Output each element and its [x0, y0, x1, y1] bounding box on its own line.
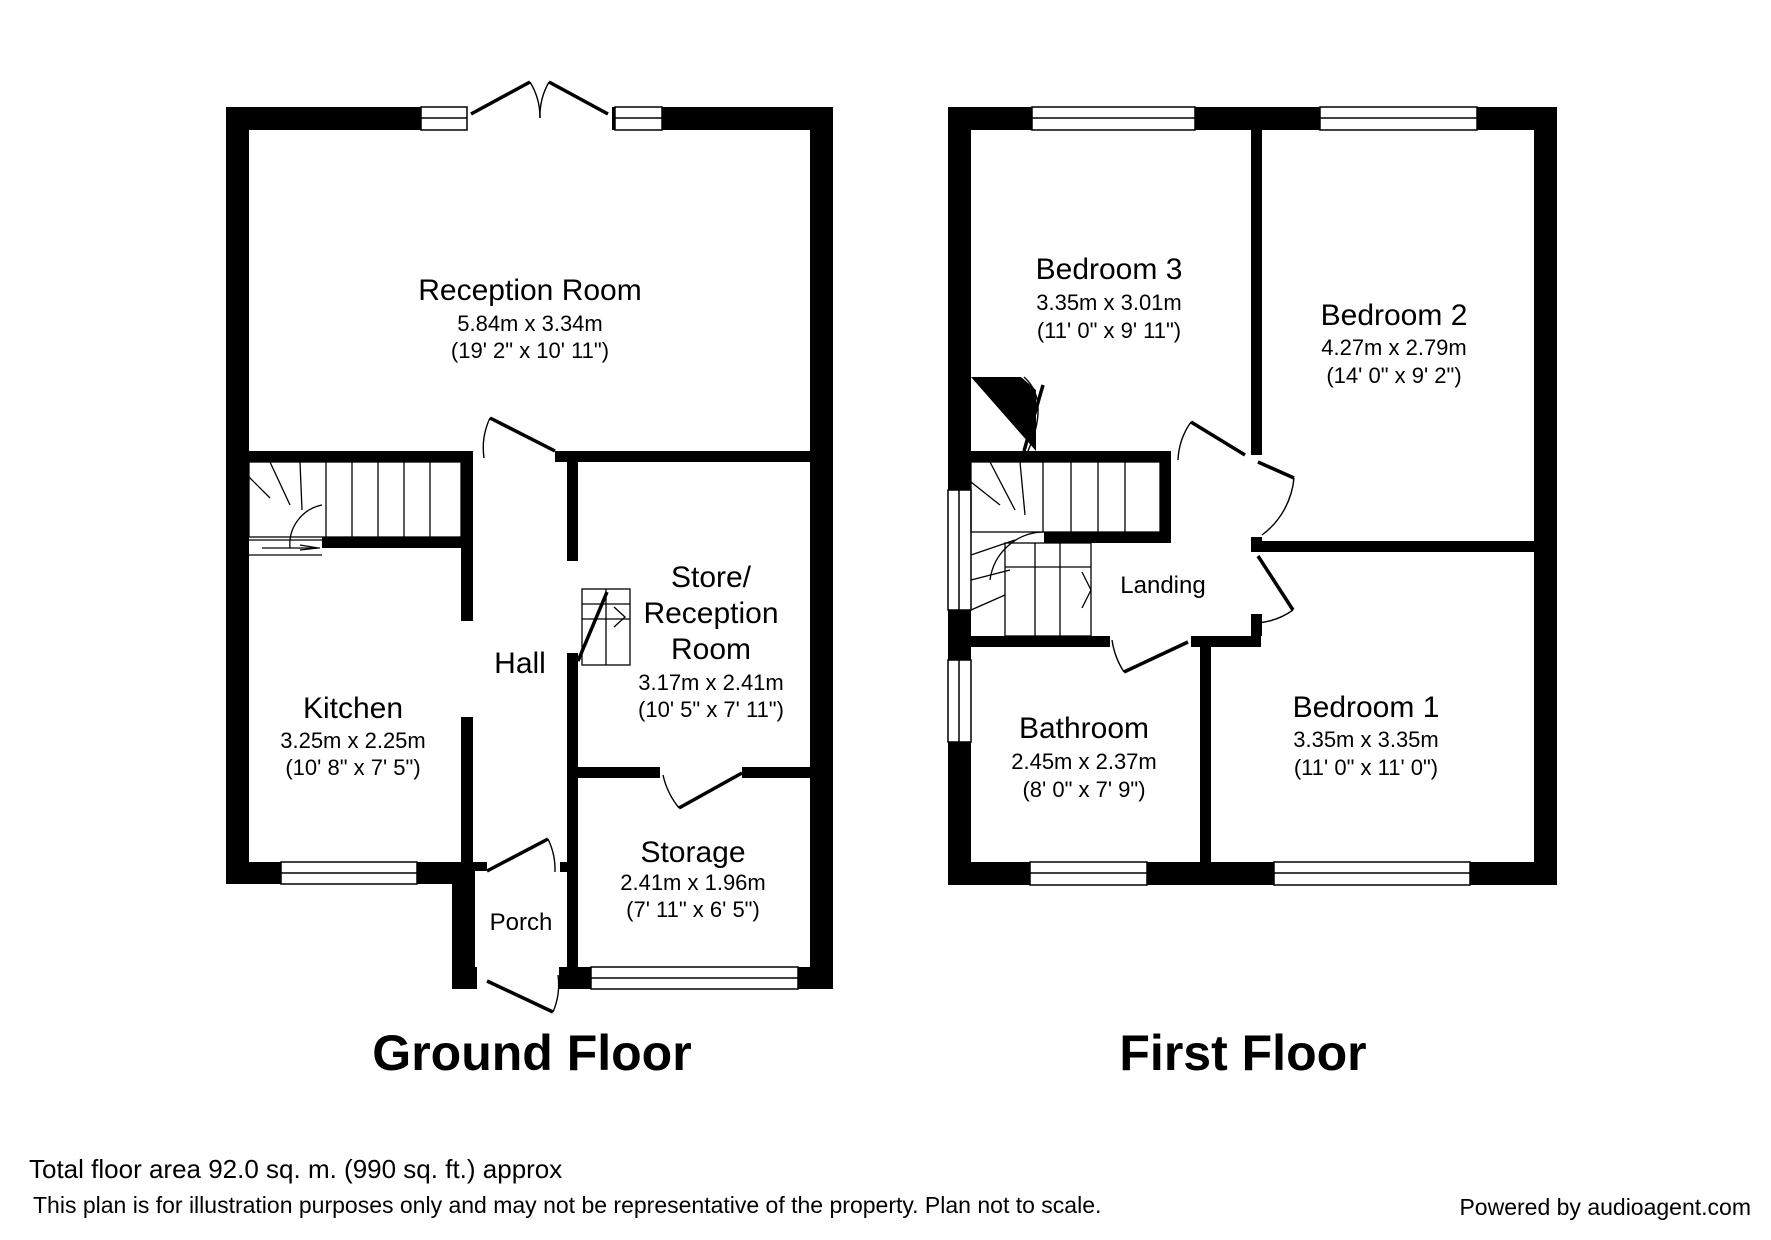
- bathroom-metric: 2.45m x 2.37m: [1011, 749, 1157, 774]
- bedroom1-imperial: (11' 0" x 11' 0"): [1294, 755, 1438, 780]
- kitchen-name: Kitchen: [303, 692, 403, 725]
- bathroom-side-window: [947, 659, 972, 743]
- store-room-name-line3: Room: [671, 633, 751, 666]
- bedroom3-name: Bedroom 3: [1036, 253, 1183, 286]
- bedroom3-imperial: (11' 0" x 9' 11"): [1037, 318, 1181, 343]
- bedroom1-window: [1273, 861, 1471, 886]
- porch-inner-door: [486, 837, 556, 873]
- bedroom2-door: [1257, 460, 1295, 536]
- bedroom2-name: Bedroom 2: [1321, 299, 1468, 332]
- bathroom-label: Bathroom 2.45m x 2.37m (8' 0" x 7' 9"): [1011, 712, 1157, 802]
- reception-room-name: Reception Room: [418, 274, 641, 307]
- first-floor-staircase: [970, 461, 1161, 637]
- hall-label: Hall: [494, 647, 546, 680]
- bathroom-window: [1029, 861, 1148, 886]
- porch-label: Porch: [490, 909, 553, 936]
- store-room-name-line1: Store/: [671, 561, 752, 594]
- reception-room-metric: 5.84m x 3.34m: [457, 311, 603, 336]
- kitchen-label: Kitchen 3.25m x 2.25m (10' 8" x 7' 5"): [280, 692, 426, 780]
- credit-text: Powered by audioagent.com: [1459, 1194, 1751, 1220]
- reception-room-imperial: (19' 2" x 10' 11"): [451, 338, 609, 363]
- french-doors: [470, 80, 609, 119]
- bedroom2-metric: 4.27m x 2.79m: [1321, 335, 1467, 360]
- storage-door: [662, 771, 743, 810]
- store-room-label: Store/ Reception Room 3.17m x 2.41m (10'…: [638, 561, 784, 722]
- first-floor-plan: Bedroom 3 3.35m x 3.01m (11' 0" x 9' 11"…: [947, 106, 1557, 1081]
- bedroom3-cupboard: [971, 376, 1045, 452]
- total-floor-area: Total floor area 92.0 sq. m. (990 sq. ft…: [29, 1154, 562, 1184]
- store-step-stair: [581, 588, 631, 666]
- bedroom2-label: Bedroom 2 4.27m x 2.79m (14' 0" x 9' 2"): [1321, 299, 1468, 388]
- front-door: [486, 974, 560, 1014]
- ground-window-rear-right: [614, 106, 663, 131]
- landing-label: Landing: [1120, 572, 1205, 599]
- bedroom3-door: [1177, 420, 1246, 461]
- bedroom3-metric: 3.35m x 3.01m: [1036, 290, 1182, 315]
- kitchen-window: [280, 861, 418, 885]
- ground-floor-plan: Reception Room 5.84m x 3.34m (19' 2" x 1…: [226, 80, 833, 1081]
- reception-room-label: Reception Room 5.84m x 3.34m (19' 2" x 1…: [418, 274, 641, 363]
- bedroom3-label: Bedroom 3 3.35m x 3.01m (11' 0" x 9' 11"…: [1036, 253, 1183, 343]
- bedroom1-label: Bedroom 1 3.35m x 3.35m (11' 0" x 11' 0"…: [1293, 691, 1440, 780]
- kitchen-metric: 3.25m x 2.25m: [280, 728, 426, 753]
- bedroom1-name: Bedroom 1: [1293, 691, 1440, 724]
- bedroom2-window: [1319, 106, 1478, 131]
- storage-label: Storage 2.41m x 1.96m (7' 11" x 6' 5"): [620, 836, 766, 922]
- ground-staircase: [248, 461, 462, 556]
- bedroom2-imperial: (14' 0" x 9' 2"): [1326, 363, 1461, 388]
- bedroom3-window: [1031, 106, 1196, 131]
- storage-window: [590, 966, 799, 990]
- storage-imperial: (7' 11" x 6' 5"): [626, 897, 760, 922]
- bathroom-name: Bathroom: [1019, 712, 1149, 745]
- stairwell-window: [947, 489, 972, 611]
- kitchen-imperial: (10' 8" x 7' 5"): [285, 755, 420, 780]
- ground-floor-title: Ground Floor: [372, 1025, 691, 1081]
- storage-name: Storage: [640, 836, 745, 869]
- bathroom-door: [1111, 639, 1189, 674]
- store-room-imperial: (10' 5" x 7' 11"): [638, 697, 784, 722]
- first-floor-title: First Floor: [1119, 1025, 1366, 1081]
- storage-metric: 2.41m x 1.96m: [620, 870, 766, 895]
- bedroom1-door: [1255, 555, 1295, 624]
- bathroom-imperial: (8' 0" x 7' 9"): [1022, 777, 1145, 802]
- ground-window-rear-left: [420, 106, 468, 131]
- disclaimer-text: This plan is for illustration purposes o…: [33, 1192, 1101, 1218]
- store-room-name-line2: Reception: [643, 597, 778, 630]
- ground-floor-walls: [226, 107, 833, 989]
- bedroom1-metric: 3.35m x 3.35m: [1293, 727, 1439, 752]
- reception-door: [482, 416, 556, 459]
- store-room-metric: 3.17m x 2.41m: [638, 670, 784, 695]
